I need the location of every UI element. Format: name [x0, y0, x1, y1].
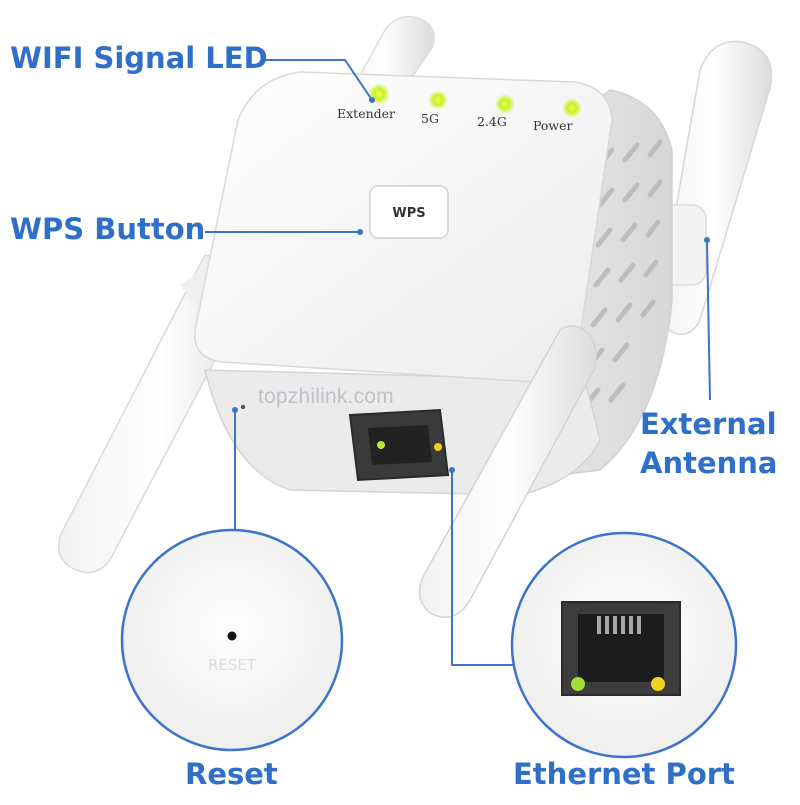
- reset-hole: [240, 404, 246, 410]
- led-label-power: Power: [533, 118, 573, 133]
- led-label-5g: 5G: [421, 111, 439, 126]
- led-power-icon: [562, 98, 582, 118]
- callout-dots: [232, 97, 710, 473]
- reset-pinhole: [227, 631, 237, 641]
- led-label-24g: 2.4G: [477, 114, 507, 129]
- callout-ethernet-port: Ethernet Port: [513, 757, 735, 791]
- ethernet-led-green-icon: [571, 677, 585, 691]
- reset-engraved-label: RESET: [208, 656, 257, 674]
- led-24g-icon: [495, 94, 515, 114]
- led-5g-icon: [428, 90, 448, 110]
- right-antenna: [658, 40, 773, 335]
- callout-reset: Reset: [185, 757, 278, 791]
- ethernet-led-yellow-icon: [651, 677, 665, 691]
- callout-wifi-signal-led: WIFI Signal LED: [10, 41, 268, 75]
- extender-body: [194, 71, 673, 496]
- callout-wps-button: WPS Button: [10, 212, 206, 246]
- reset-zoom-circle: RESET: [120, 528, 344, 752]
- vent-slots: [583, 139, 663, 408]
- ethernet-zoom-circle: [510, 531, 738, 759]
- callout-lines: [205, 59, 711, 666]
- callout-external-antenna: External Antenna: [640, 407, 778, 481]
- body-ethernet-port: [348, 408, 450, 482]
- callout-external-antenna-line1: External: [640, 407, 777, 441]
- watermark: topzhilink.com: [258, 385, 394, 408]
- led-label-extender: Extender: [337, 106, 395, 121]
- wps-label: WPS: [392, 206, 425, 221]
- callout-external-antenna-line2: Antenna: [640, 446, 778, 481]
- wps-button[interactable]: WPS: [369, 185, 449, 239]
- front-right-antenna: [418, 325, 597, 618]
